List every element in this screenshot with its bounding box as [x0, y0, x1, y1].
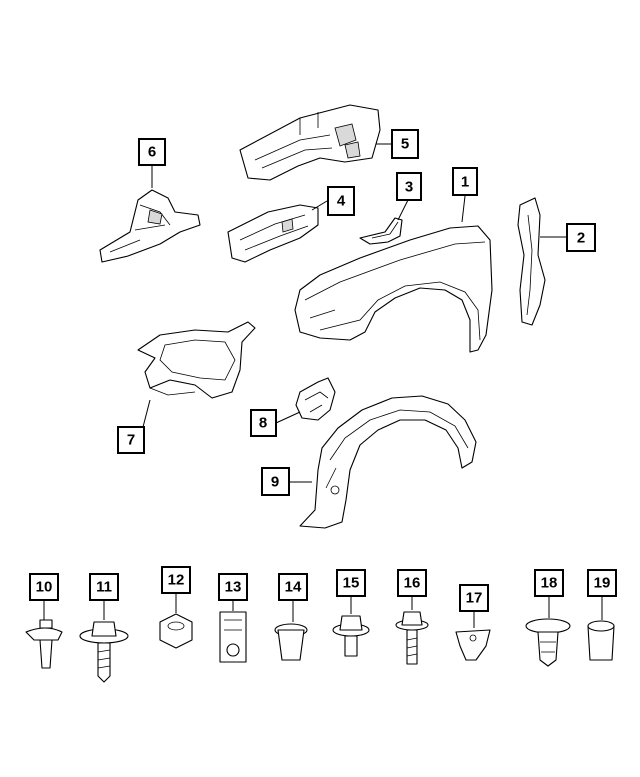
part-6-shock-tower — [99, 189, 201, 263]
callout-16-label: 16 — [404, 575, 421, 592]
part-5-fender-rail — [239, 104, 381, 181]
fastener-12-hex-nut — [159, 613, 193, 649]
callout-14-label: 14 — [285, 579, 302, 596]
callout-8-label: 8 — [259, 415, 267, 432]
part-1-front-fender — [294, 225, 493, 353]
leader-lines — [43, 143, 603, 628]
callout-13-label: 13 — [225, 579, 242, 596]
callout-1: 1 — [452, 167, 478, 196]
callout-9-label: 9 — [271, 474, 279, 491]
callout-19: 19 — [587, 569, 617, 597]
callout-18: 18 — [534, 569, 564, 597]
fastener-11-bolt — [79, 621, 129, 683]
callout-18-label: 18 — [541, 575, 558, 592]
callout-3: 3 — [396, 172, 422, 201]
fastener-10-push-pin — [25, 619, 63, 669]
callout-17: 17 — [459, 584, 489, 612]
fastener-18-push-retainer — [525, 618, 571, 667]
callout-10-label: 10 — [36, 579, 53, 596]
callout-11-label: 11 — [96, 579, 112, 596]
callout-12-label: 12 — [168, 572, 185, 589]
callout-14: 14 — [278, 573, 308, 601]
fastener-19-u-nut — [587, 620, 615, 661]
callout-7: 7 — [117, 426, 145, 454]
part-8-reinforcement — [295, 377, 336, 421]
callout-6: 6 — [138, 138, 166, 166]
part-7-lamp-bracket — [137, 321, 256, 399]
callout-15: 15 — [336, 569, 366, 597]
callout-8: 8 — [250, 409, 277, 437]
part-2-seal — [517, 197, 546, 326]
callout-3-label: 3 — [405, 179, 413, 196]
callout-10: 10 — [29, 573, 59, 601]
callout-7-label: 7 — [127, 432, 135, 449]
fastener-15-flange-bolt — [332, 615, 370, 657]
callout-5-label: 5 — [401, 136, 409, 153]
callout-5: 5 — [391, 129, 419, 159]
callout-4: 4 — [327, 186, 355, 216]
callout-2: 2 — [566, 223, 596, 252]
callout-19-label: 19 — [594, 575, 611, 592]
callout-4-label: 4 — [337, 193, 346, 210]
callout-16: 16 — [397, 569, 427, 597]
part-3-bracket — [359, 217, 403, 245]
callout-9: 9 — [261, 467, 290, 496]
fastener-14-grommet — [274, 623, 308, 661]
callout-11: 11 — [89, 573, 119, 601]
callout-12: 12 — [161, 566, 191, 594]
fastener-13-j-clip — [219, 611, 247, 663]
part-9-wheelhouse-liner — [299, 395, 477, 529]
callout-13: 13 — [218, 573, 248, 601]
fastener-16-long-bolt — [395, 611, 429, 665]
callout-15-label: 15 — [343, 575, 360, 592]
callout-1-label: 1 — [461, 174, 469, 191]
callout-17-label: 17 — [466, 590, 483, 607]
fastener-17-clip-nut — [455, 629, 491, 661]
part-4-fender-bracket — [227, 204, 319, 263]
callout-2-label: 2 — [577, 230, 585, 247]
callout-6-label: 6 — [148, 144, 156, 161]
